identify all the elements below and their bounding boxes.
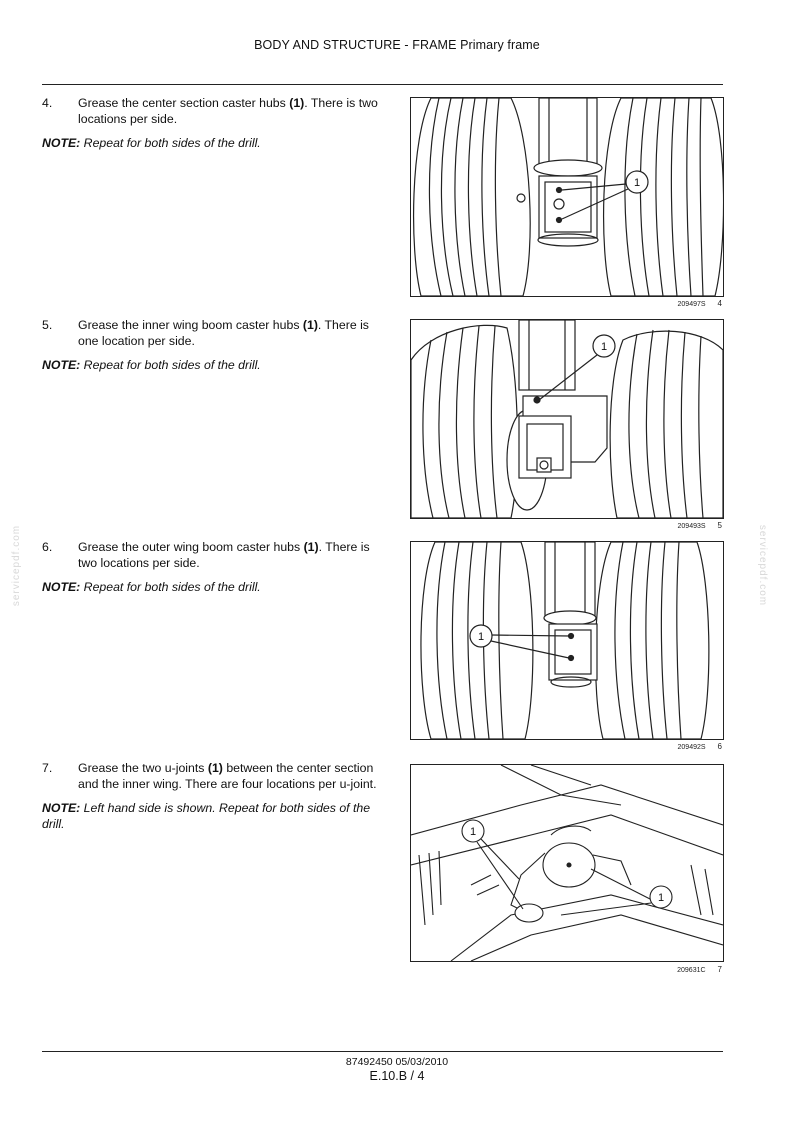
figure-code: 209492S xyxy=(677,744,706,751)
figure-7-caption: 209631C 7 xyxy=(600,965,722,974)
figure-5-caption: 209493S 5 xyxy=(600,521,722,530)
figure-callout: 1 xyxy=(470,826,476,838)
figure-number: 5 xyxy=(717,521,722,530)
step-4: 4. Grease the center section caster hubs… xyxy=(42,95,384,151)
step-text: Grease the center section caster hubs (1… xyxy=(78,96,378,126)
page-header-title: BODY AND STRUCTURE - FRAME Primary frame xyxy=(254,38,540,52)
figure-4-caption: 209497S 4 xyxy=(600,299,722,308)
step-note: NOTE: Left hand side is shown. Repeat fo… xyxy=(42,801,371,831)
document-number: 87492450 05/03/2010 xyxy=(345,1056,449,1068)
figure-callout: 1 xyxy=(478,631,484,643)
figure-code: 209493S xyxy=(677,523,706,530)
figure-callout: 1 xyxy=(601,341,607,353)
figure-callout: 1 xyxy=(658,892,664,904)
step-note: NOTE: Repeat for both sides of the drill… xyxy=(42,580,261,594)
figure-6-caption: 209492S 6 xyxy=(600,742,722,751)
step-text: Grease the outer wing boom caster hubs (… xyxy=(78,540,370,570)
figure-5-inner-wing-caster-hub: 1 xyxy=(410,319,724,519)
figure-code: 209631C xyxy=(677,967,706,974)
step-number: 5. xyxy=(42,318,53,332)
watermark-left: servicepdf.com xyxy=(11,524,23,607)
figure-code: 209497S xyxy=(677,301,706,308)
header-rule xyxy=(42,84,723,85)
footer-rule xyxy=(42,1051,723,1052)
step-note: NOTE: Repeat for both sides of the drill… xyxy=(42,136,261,150)
center-caster-illustration: 1 xyxy=(412,98,723,296)
inner-wing-caster-illustration: 1 xyxy=(411,320,723,518)
figure-7-u-joints: 1 1 xyxy=(410,764,724,962)
figure-number: 4 xyxy=(717,299,722,308)
u-joint-illustration: 1 1 xyxy=(411,765,723,961)
step-6: 6. Grease the outer wing boom caster hub… xyxy=(42,539,384,595)
step-5: 5. Grease the inner wing boom caster hub… xyxy=(42,317,384,373)
step-number: 7. xyxy=(42,761,53,775)
step-note: NOTE: Repeat for both sides of the drill… xyxy=(42,358,261,372)
figure-4-center-caster-hubs: 1 xyxy=(410,97,724,297)
step-text: Grease the two u-joints (1) between the … xyxy=(78,761,377,791)
page-number: E.10.B / 4 xyxy=(369,1069,425,1083)
step-text: Grease the inner wing boom caster hubs (… xyxy=(78,318,369,348)
step-number: 4. xyxy=(42,96,53,110)
step-number: 6. xyxy=(42,540,53,554)
figure-number: 7 xyxy=(717,965,722,974)
page-footer: 87492450 05/03/2010 E.10.B / 4 xyxy=(0,1056,794,1083)
outer-wing-caster-illustration: 1 xyxy=(420,542,710,739)
figure-6-outer-wing-caster-hubs: 1 xyxy=(410,541,724,740)
step-7: 7. Grease the two u-joints (1) between t… xyxy=(42,760,384,832)
figure-number: 6 xyxy=(717,742,722,751)
watermark-right: servicepdf.com xyxy=(757,524,769,607)
figure-callout: 1 xyxy=(634,177,640,189)
